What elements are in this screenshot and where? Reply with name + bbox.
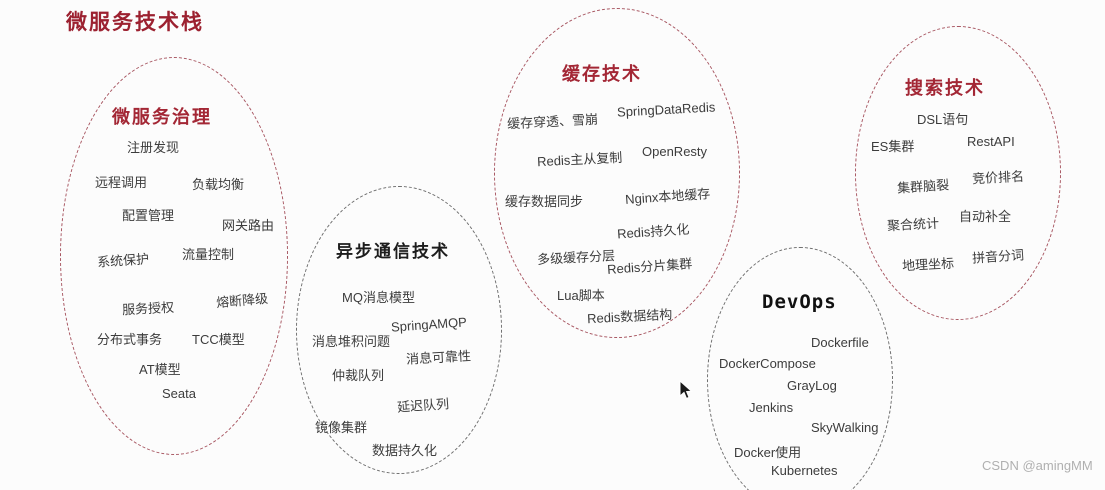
tech-item: GrayLog	[787, 378, 837, 393]
tech-item: 集群脑裂	[896, 177, 950, 196]
cluster-cache-ellipse	[494, 8, 740, 338]
tech-item: Docker使用	[734, 445, 802, 460]
tech-item: 聚合统计	[886, 215, 940, 234]
tech-item: MQ消息模型	[342, 290, 415, 305]
page-title: 微服务技术栈	[66, 11, 204, 34]
tech-item: 注册发现	[127, 140, 180, 155]
tech-item: 仲裁队列	[332, 368, 385, 383]
tech-item: 缓存数据同步	[505, 194, 584, 209]
cluster-search-ellipse	[855, 26, 1061, 320]
tech-item: 拼音分词	[971, 247, 1025, 266]
cluster-devops-ellipse	[707, 247, 893, 490]
cluster-async-ellipse	[296, 186, 502, 474]
cluster-governance-title: 微服务治理	[112, 107, 212, 127]
tech-item: 竞价排名	[971, 168, 1025, 187]
cluster-devops-title: DevOps	[762, 291, 837, 313]
tech-item: DockerCompose	[719, 356, 816, 371]
tech-item: 远程调用	[95, 175, 148, 190]
tech-item: 自动补全	[959, 209, 1012, 224]
mouse-cursor-icon	[679, 380, 693, 400]
tech-item: 负载均衡	[192, 177, 245, 192]
cluster-search-title: 搜索技术	[905, 78, 985, 98]
tech-item: RestAPI	[967, 134, 1015, 149]
tech-item: 系统保护	[96, 251, 150, 270]
tech-item: Dockerfile	[811, 335, 869, 350]
tech-item: 延迟队列	[396, 396, 450, 415]
tech-item: 分布式事务	[97, 332, 163, 347]
tech-item: 多级缓存分层	[536, 247, 616, 268]
tech-item: 数据持久化	[372, 443, 438, 458]
tech-item: Seata	[162, 386, 196, 401]
tech-item: 消息堆积问题	[312, 334, 391, 349]
tech-item: ES集群	[871, 139, 915, 154]
tech-item: 配置管理	[122, 208, 175, 223]
watermark: CSDN @amingMM	[982, 458, 1093, 473]
tech-item: 镜像集群	[315, 420, 368, 435]
tech-item: SkyWalking	[811, 420, 879, 435]
tech-item: DSL语句	[917, 112, 969, 127]
cluster-cache-title: 缓存技术	[562, 64, 642, 84]
tech-item: 服务授权	[121, 299, 175, 318]
tech-item: TCC模型	[192, 332, 245, 347]
tech-item: 地理坐标	[901, 255, 955, 274]
tech-item: AT模型	[139, 362, 181, 377]
tech-item: 流量控制	[182, 247, 235, 262]
tech-item: Jenkins	[749, 400, 794, 415]
cluster-governance-ellipse	[60, 57, 288, 455]
tech-item: 消息可靠性	[405, 348, 472, 367]
tech-item: OpenResty	[642, 144, 708, 159]
cluster-async-title: 异步通信技术	[336, 242, 450, 261]
tech-item: Kubernetes	[771, 463, 838, 478]
tech-item: 网关路由	[222, 218, 275, 233]
tech-item: Lua脚本	[557, 288, 605, 303]
